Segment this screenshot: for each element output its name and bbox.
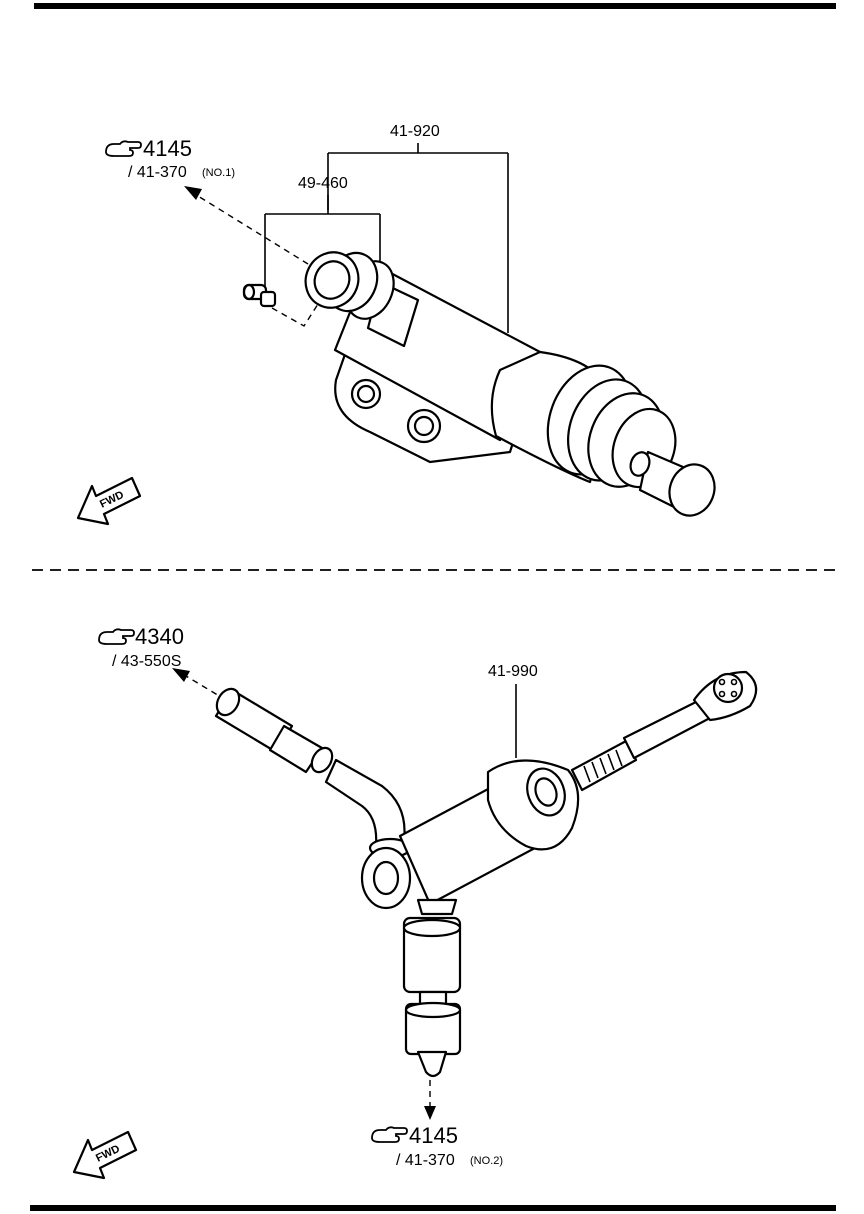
ref-sub-lower-top: / 43-550S: [112, 653, 181, 670]
top-border: [34, 3, 836, 9]
bottom-border: [30, 1205, 836, 1211]
part-label-41-990[interactable]: 41-990: [488, 663, 538, 680]
pointing-hand-icon: [98, 628, 135, 645]
ref-main-lower-bottom: 4145: [409, 1123, 458, 1148]
bracket-49-460: [264, 195, 381, 288]
pointing-hand-icon: [371, 1126, 408, 1143]
ref-note-upper: (NO.1): [202, 167, 235, 179]
ref-link-upper[interactable]: 4145 / 41-370 (NO.1): [105, 136, 235, 181]
ref-sub-upper: / 41-370: [128, 164, 187, 181]
leader-bleeder: [271, 303, 319, 327]
fwd-arrow-icon: FWD: [76, 476, 142, 526]
arrowhead-upper-ref: [184, 186, 202, 200]
bracket-41-920: [327, 143, 509, 333]
pointing-hand-icon: [105, 140, 142, 157]
part-label-49-460[interactable]: 49-460: [298, 175, 348, 192]
ref-main-upper: 4145: [143, 136, 192, 161]
part-label-41-920[interactable]: 41-920: [390, 123, 440, 140]
leader-lower-top: [185, 675, 227, 701]
upper-section: 4145 / 41-370 (NO.1) 41-920 49-460: [76, 123, 722, 526]
ref-link-lower-top[interactable]: 4340 / 43-550S: [98, 624, 184, 670]
bleeder-screw[interactable]: [242, 283, 277, 308]
lower-section: 4340 / 43-550S 41-990: [72, 624, 758, 1180]
arrowhead-lower-top: [172, 668, 190, 682]
ref-link-lower-bottom[interactable]: 4145 / 41-370 (NO.2): [371, 1123, 503, 1169]
ref-note-lower-bottom: (NO.2): [470, 1155, 503, 1167]
ref-main-lower-top: 4340: [135, 624, 184, 649]
leader-upper-ref: [197, 195, 309, 265]
clutch-pipe[interactable]: [212, 685, 412, 910]
arrowhead-lower-bottom: [424, 1106, 436, 1120]
release-cylinder[interactable]: [297, 244, 722, 522]
fwd-arrow-icon: FWD: [72, 1130, 138, 1180]
ref-sub-lower-bottom: / 41-370: [396, 1152, 455, 1169]
master-cylinder[interactable]: [398, 670, 758, 1078]
